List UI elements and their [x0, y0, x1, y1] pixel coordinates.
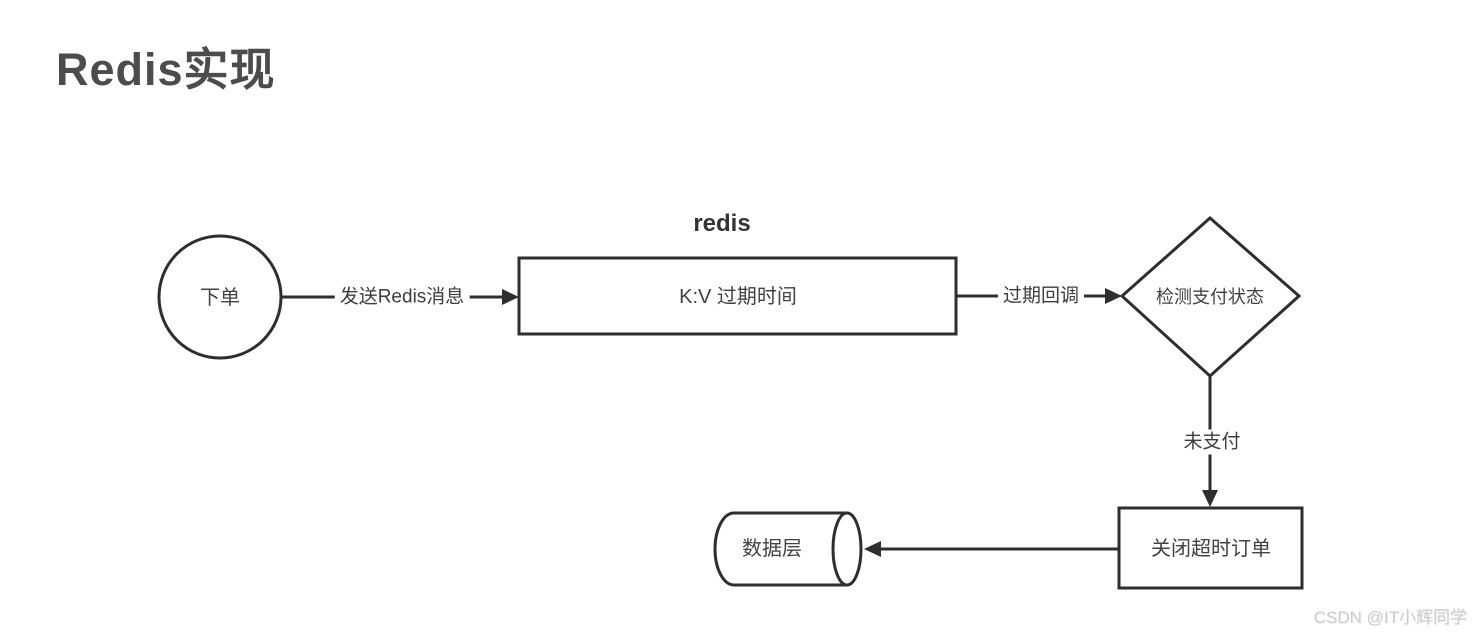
page-title: Redis实现 — [56, 44, 276, 95]
redis-kv-node-label: K:V 过期时间 — [679, 286, 797, 308]
arrowhead-down-icon — [1202, 490, 1218, 507]
edge-unpaid-label: 未支付 — [1178, 429, 1246, 455]
order-circle-shape — [157, 234, 283, 360]
close-order-box-shape — [1117, 506, 1304, 590]
arrowhead-right-icon — [502, 289, 519, 305]
edge-expire-callback-label: 过期回调 — [997, 283, 1085, 309]
watermark: CSDN @IT小辉同学 — [1313, 608, 1467, 627]
check-payment-diamond-shape — [1119, 216, 1302, 379]
check-payment-node-label: 检测支付状态 — [1156, 287, 1264, 307]
redis-caption: redis — [693, 210, 751, 237]
data-layer-node-label: 数据层 — [742, 538, 802, 560]
redis-kv-box-shape — [517, 256, 958, 336]
arrowhead-left-icon — [864, 541, 881, 557]
data-layer-cylinder-cap-shape — [831, 511, 863, 587]
edge-send-redis-message-label: 发送Redis消息 — [334, 284, 470, 310]
arrowhead-right-icon — [1105, 288, 1122, 304]
data-layer-cylinder-shape — [713, 511, 847, 587]
close-order-node-label: 关闭超时订单 — [1151, 538, 1271, 560]
order-node-label: 下单 — [200, 287, 240, 309]
